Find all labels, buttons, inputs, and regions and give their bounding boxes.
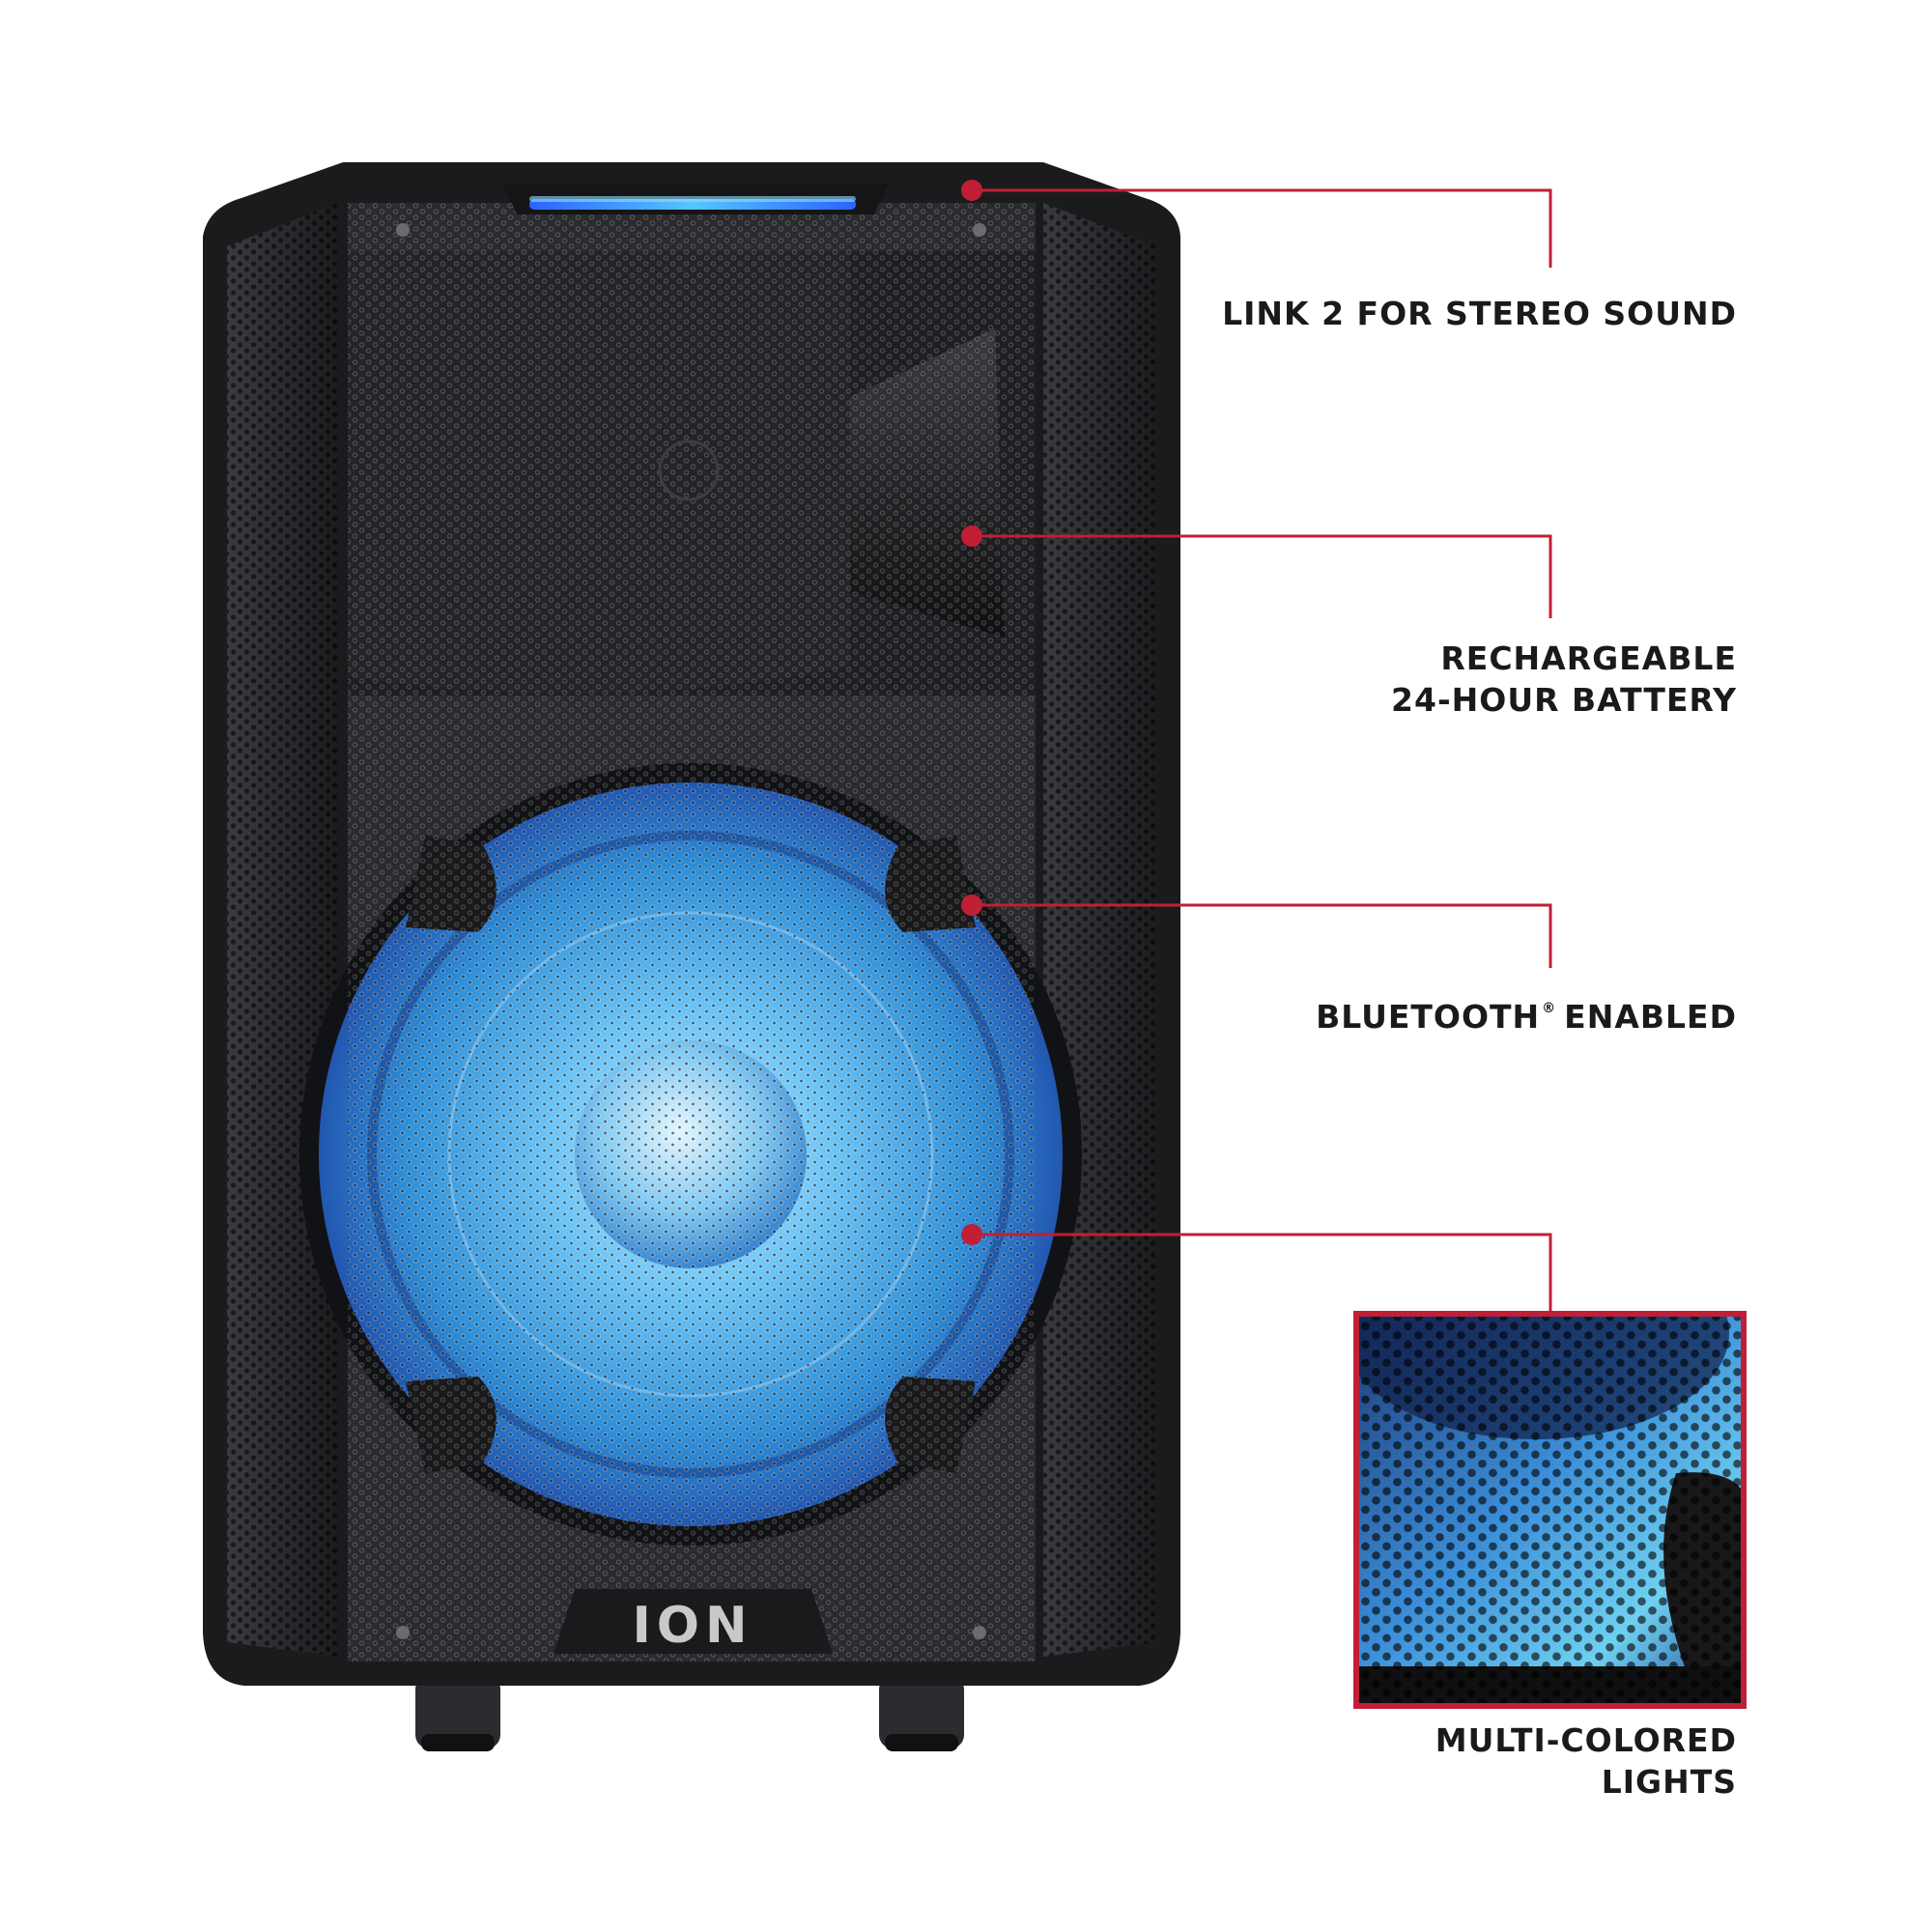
logo-text: ION — [632, 1597, 753, 1655]
callout-bluetooth-label: BLUETOOTH®ENABLED — [1316, 998, 1737, 1036]
grille-screws — [396, 223, 986, 1639]
connector-lights — [972, 1233, 1552, 1314]
connector-lights-dot — [961, 1224, 982, 1245]
connector-stereo — [972, 188, 1552, 268]
connector-battery-dot — [961, 526, 982, 547]
connector-battery — [972, 534, 1552, 618]
callout-connectors — [961, 180, 1552, 1314]
callout-stereo-label: LINK 2 FOR STEREO SOUND — [1222, 295, 1737, 332]
connector-bluetooth-dot — [961, 895, 982, 916]
front-grille — [348, 203, 1036, 1662]
speaker-feet — [415, 1676, 964, 1751]
inset-frame — [1353, 1311, 1747, 1709]
logo-badge: ION — [554, 1589, 833, 1655]
connector-stereo-dot — [961, 180, 982, 201]
callout-battery-label: RECHARGEABLE 24-HOUR BATTERY — [1391, 639, 1737, 719]
connector-bluetooth — [972, 903, 1552, 968]
inset-zoom — [1353, 1311, 1747, 1709]
top-light-bar — [502, 184, 889, 214]
callout-lights-label: MULTI-COLORED LIGHTS — [1435, 1721, 1737, 1801]
front-sensor — [658, 440, 720, 501]
